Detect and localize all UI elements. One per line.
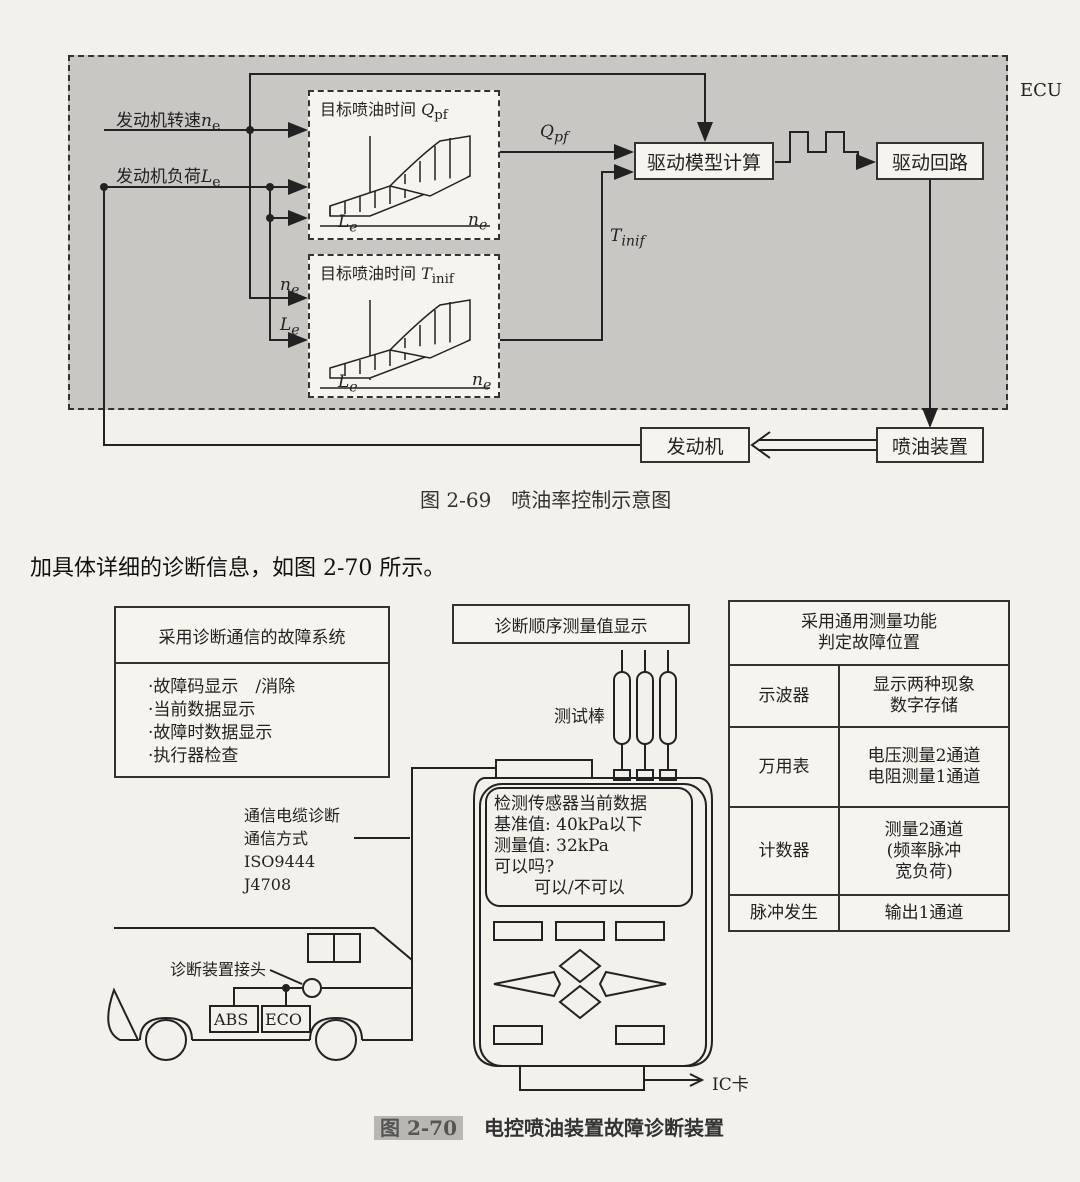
map1-title-text: 目标喷油时间 [320,100,417,119]
screen-line: 测量值: 32kPa [494,836,609,856]
ne-branch-label: ne [280,275,300,299]
fault-system-list: ·故障码显示 /消除 ·当前数据显示 ·故障时数据显示 ·执行器检查 [116,664,388,768]
map1-title: 目标喷油时间 Qpf [320,96,448,123]
device-screen-text: 检测传感器当前数据 基准值: 40kPa以下 测量值: 32kPa 可以吗? 可… [494,794,647,899]
measurement-display-title: 诊断顺序测量值显示 [452,604,690,644]
comm-method-block: 通信电缆诊断 通信方式 ISO9444 J4708 [244,804,340,896]
map1-surface-icon [320,135,490,227]
table-cell-name: 示波器 [728,664,840,728]
measurement-display-text: 诊断顺序测量值显示 [494,616,648,637]
screen-line: 基准值: 40kPa以下 [494,815,643,835]
table-cell-desc: 测量2通道 (频率脉冲 宽负荷) [838,806,1010,896]
map1-axis-ne: ne [468,210,488,234]
injector-text: 喷油装置 [891,435,968,458]
map2-title-sub: inif [431,272,454,288]
input-load-text: 发动机负荷 [116,167,201,187]
comm-line: 通信方式 [244,829,309,848]
map2-title-text: 目标喷油时间 [320,264,417,283]
engine-text: 发动机 [666,435,724,458]
fig69-wiring [100,73,938,459]
ic-card-label: IC卡 [712,1075,749,1095]
screen-line: 可以/不可以 [534,878,625,898]
map1-box: 目标喷油时间 Qpf Le ne [308,90,500,240]
drive-model-text: 驱动模型计算 [646,151,761,174]
fig70-caption: 图 2-70 电控喷油装置故障诊断装置 [374,1112,724,1141]
map1-title-symbol: Q [421,100,435,119]
table-cell-desc: 输出1通道 [838,894,1010,932]
fault-system-box: 采用诊断通信的故障系统 ·故障码显示 /消除 ·当前数据显示 ·故障时数据显示 … [114,606,390,778]
abs-label: ABS [214,1010,249,1029]
drive-circuit-box: 驱动回路 [876,142,984,180]
fig70-caption-num: 图 2-70 [374,1116,464,1140]
input-speed-sub: e [211,118,221,135]
probe-label: 测试棒 [554,707,605,727]
fig69-caption: 图 2-69 喷油率控制示意图 [420,488,672,512]
input-speed-label: 发动机转速ne [116,106,220,134]
map2-box: 目标喷油时间 Tinif Le ne [308,254,500,398]
map2-title: 目标喷油时间 Tinif [320,260,454,287]
fig70-caption-text: 电控喷油装置故障诊断装置 [483,1116,724,1140]
input-load-label: 发动机负荷Le [116,162,221,190]
table-title: 采用通用测量功能 判定故障位置 [728,600,1010,666]
le-branch-label: Le [280,315,300,339]
table-cell-name: 脉冲发生 [728,894,840,932]
eco-label: ECO [265,1010,303,1029]
map1-title-sub: pf [434,108,448,124]
connector-label: 诊断装置接头 [170,960,267,979]
map2-axis-ne: ne [472,370,492,394]
general-measurement-table: 采用通用测量功能 判定故障位置 示波器显示两种现象 数字存储 万用表电压测量2通… [728,600,1010,932]
map2-title-symbol: T [421,264,432,283]
ecu-label: ECU [1020,80,1063,101]
signal-qpf-label: Qpf [540,122,569,146]
input-speed-symbol: n [201,111,212,131]
screen-line: 可以吗? [494,857,555,877]
input-load-sub: e [212,174,221,191]
drive-circuit-text: 驱动回路 [891,151,968,174]
list-item: ·当前数据显示 [148,700,256,720]
input-speed-text: 发动机转速 [116,111,201,131]
comm-line: 通信电缆诊断 [244,806,341,825]
table-cell-name: 计数器 [728,806,840,896]
screen-line: 检测传感器当前数据 [494,794,647,814]
signal-tinif-label: Tinif [610,226,645,250]
body-paragraph: 加具体详细的诊断信息，如图 2-70 所示。 [30,556,446,581]
fault-system-title: 采用诊断通信的故障系统 [116,608,388,664]
table-cell-desc: 显示两种现象 数字存储 [838,664,1010,728]
comm-line: ISO9444 [244,852,316,871]
map1-axis-le: Le [338,212,358,236]
drive-model-box: 驱动模型计算 [634,142,774,180]
input-load-symbol: L [201,167,213,187]
table-cell-desc: 电压测量2通道 电阻测量1通道 [838,726,1010,808]
ecu-region [68,55,1008,410]
map2-axis-le: Le [338,372,358,396]
list-item: ·执行器检查 [148,746,239,766]
injector-box: 喷油装置 [876,427,984,463]
engine-box: 发动机 [640,427,750,463]
list-item: ·故障码显示 /消除 [148,677,296,697]
comm-line: J4708 [244,875,292,894]
map2-surface-icon [320,299,490,389]
list-item: ·故障时数据显示 [148,723,273,743]
table-cell-name: 万用表 [728,726,840,808]
